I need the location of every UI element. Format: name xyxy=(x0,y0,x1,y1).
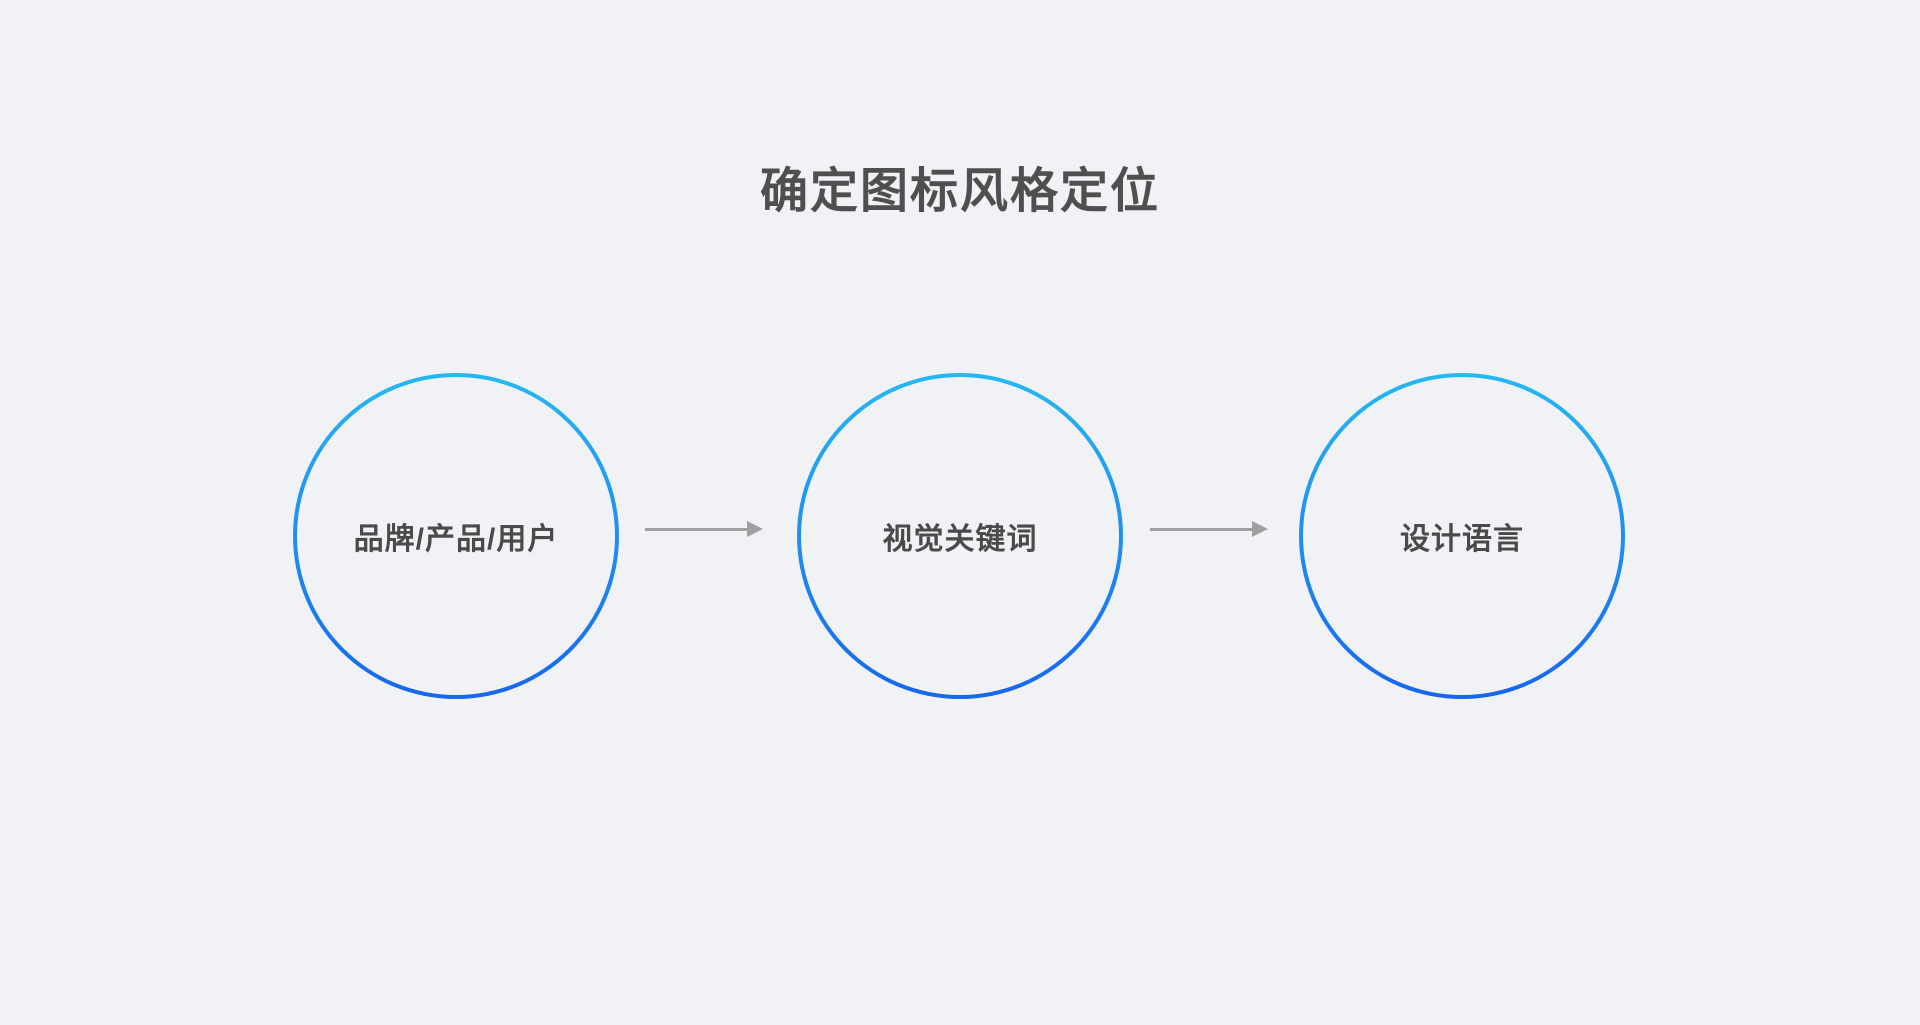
flow-node-label: 视觉关键词 xyxy=(882,523,1038,556)
flow-node-brand-product-user: 品牌/产品/用户 xyxy=(293,373,619,699)
arrow-shaft xyxy=(1150,527,1254,531)
flow-node-visual-keywords: 视觉关键词 xyxy=(797,373,1123,699)
flow-node-label: 设计语言 xyxy=(1400,523,1524,556)
arrow-right-icon xyxy=(1150,521,1268,537)
flow-node-design-language: 设计语言 xyxy=(1299,373,1625,699)
flow-node-label: 品牌/产品/用户 xyxy=(353,523,559,556)
arrow-shaft xyxy=(645,527,749,531)
arrow-head xyxy=(1252,521,1268,537)
page-title: 确定图标风格定位 xyxy=(759,165,1160,218)
arrow-right-icon xyxy=(645,521,763,537)
arrow-head xyxy=(747,521,763,537)
